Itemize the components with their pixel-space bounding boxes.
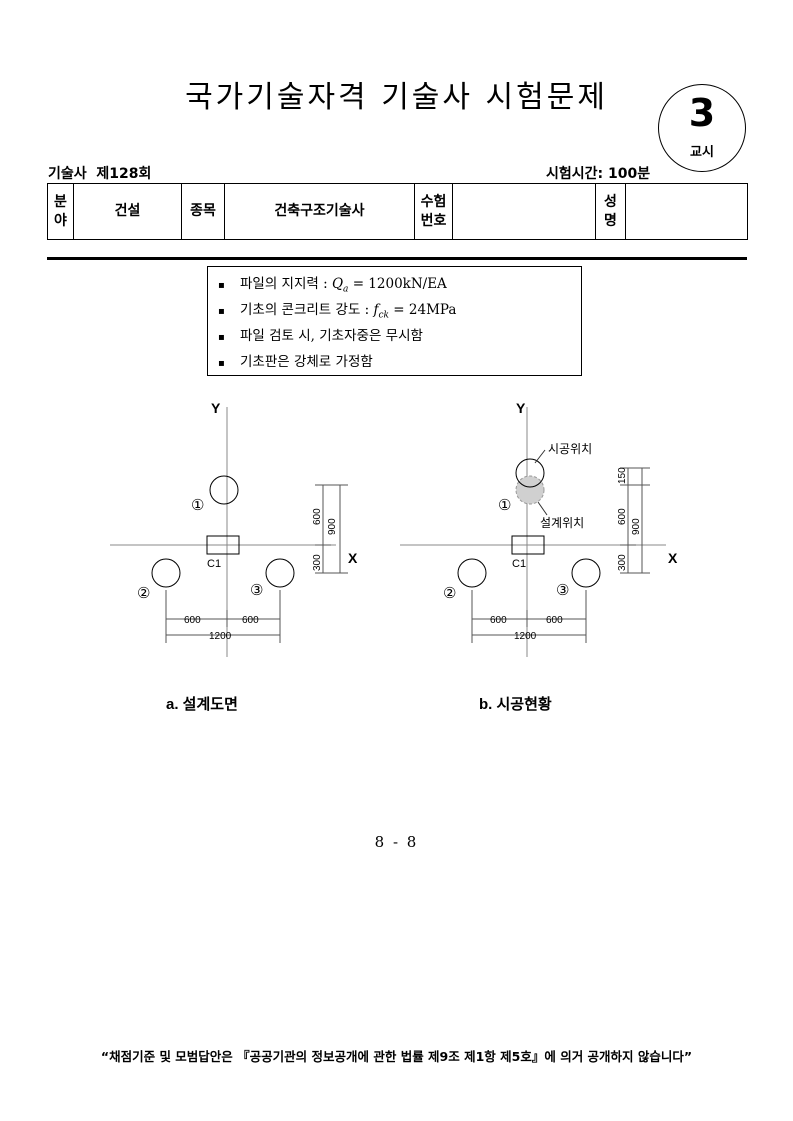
axis-x-label: X [348, 550, 358, 566]
dim-600-right: 600 [242, 615, 259, 626]
column-label-b: C1 [512, 558, 526, 570]
condition-concrete-strength: ▪기초의 콘크리트 강도 : fck = 24MPa [218, 302, 457, 321]
exam-time: 시험시간: 100분 [546, 166, 651, 182]
pile-2-label-b: ② [443, 585, 456, 602]
column-label: C1 [207, 558, 221, 570]
axis-y-label: Y [211, 400, 221, 416]
condition-rigid-footing: ▪기초판은 강체로 가정함 [218, 354, 373, 370]
conditions-box: ▪파일의 지지력 : Qa = 1200kN/EA ▪기초의 콘크리트 강도 :… [207, 266, 582, 376]
pile-2-label: ② [137, 585, 150, 602]
pile-1-label-b: ① [498, 497, 511, 514]
caption-construction: b. 시공현황 [479, 695, 552, 713]
dim-300-vertical: 300 [312, 554, 323, 571]
pile-1-design-position [515, 475, 545, 505]
label-constructed-position: 시공위치 [548, 442, 592, 456]
axis-x-label-b: X [668, 550, 678, 566]
column-c1-b [511, 535, 545, 555]
caption-design: a. 설계도면 [166, 696, 238, 713]
diagram-design [110, 407, 348, 657]
diagram-construction [400, 407, 666, 657]
pile-1-constructed-position [515, 458, 545, 488]
dim-300-vertical-b: 300 [617, 554, 628, 571]
pile-3-b [571, 558, 601, 588]
pile-2 [151, 558, 181, 588]
dim-900-vertical: 900 [327, 518, 338, 535]
dim-1200-b: 1200 [514, 631, 537, 642]
dim-600-vertical: 600 [312, 508, 323, 525]
pile-2-b [457, 558, 487, 588]
period-label: 교시 [690, 145, 714, 160]
period-number: 3 [688, 91, 716, 135]
footer-notice: “채점기준 및 모범답안은 『공공기관의 정보공개에 관한 법률 제9조 제1항… [100, 1049, 693, 1064]
page-number: 8 - 8 [374, 833, 419, 851]
condition-self-weight: ▪파일 검토 시, 기초자중은 무시함 [218, 328, 423, 344]
dim-600-left: 600 [184, 615, 201, 626]
axis-y-label-b: Y [516, 400, 526, 416]
pile-3-label-b: ③ [556, 582, 569, 599]
name-field[interactable] [625, 183, 748, 240]
pile-3 [265, 558, 295, 588]
condition-pile-capacity: ▪파일의 지지력 : Qa = 1200kN/EA [218, 276, 447, 295]
column-c1 [206, 535, 240, 555]
dim-600-vertical-b: 600 [617, 508, 628, 525]
dim-150-vertical: 150 [617, 467, 628, 484]
pile-1-label: ① [191, 497, 204, 514]
exam-title: 국가기술자격 기술사 시험문제 [185, 80, 608, 115]
exam-number-field[interactable] [452, 183, 596, 240]
category-value: 건축구조기술사 [224, 183, 415, 240]
dim-600-right-b: 600 [546, 615, 563, 626]
exam-round: 기술사 제128회 [48, 166, 152, 182]
pile-1 [209, 475, 239, 505]
category-label: 종목 [181, 183, 225, 240]
label-design-position: 설계위치 [540, 516, 584, 530]
pile-3-label: ③ [250, 582, 263, 599]
header-divider [47, 257, 747, 260]
period-badge: 3 교시 [658, 84, 746, 172]
dim-900-vertical-b: 900 [631, 518, 642, 535]
field-value: 건설 [73, 183, 182, 240]
dim-600-left-b: 600 [490, 615, 507, 626]
dim-1200: 1200 [209, 631, 232, 642]
pile-layout-diagrams: Y X C1 ① ② ③ 600 900 300 600 600 1200 a.… [110, 400, 678, 713]
